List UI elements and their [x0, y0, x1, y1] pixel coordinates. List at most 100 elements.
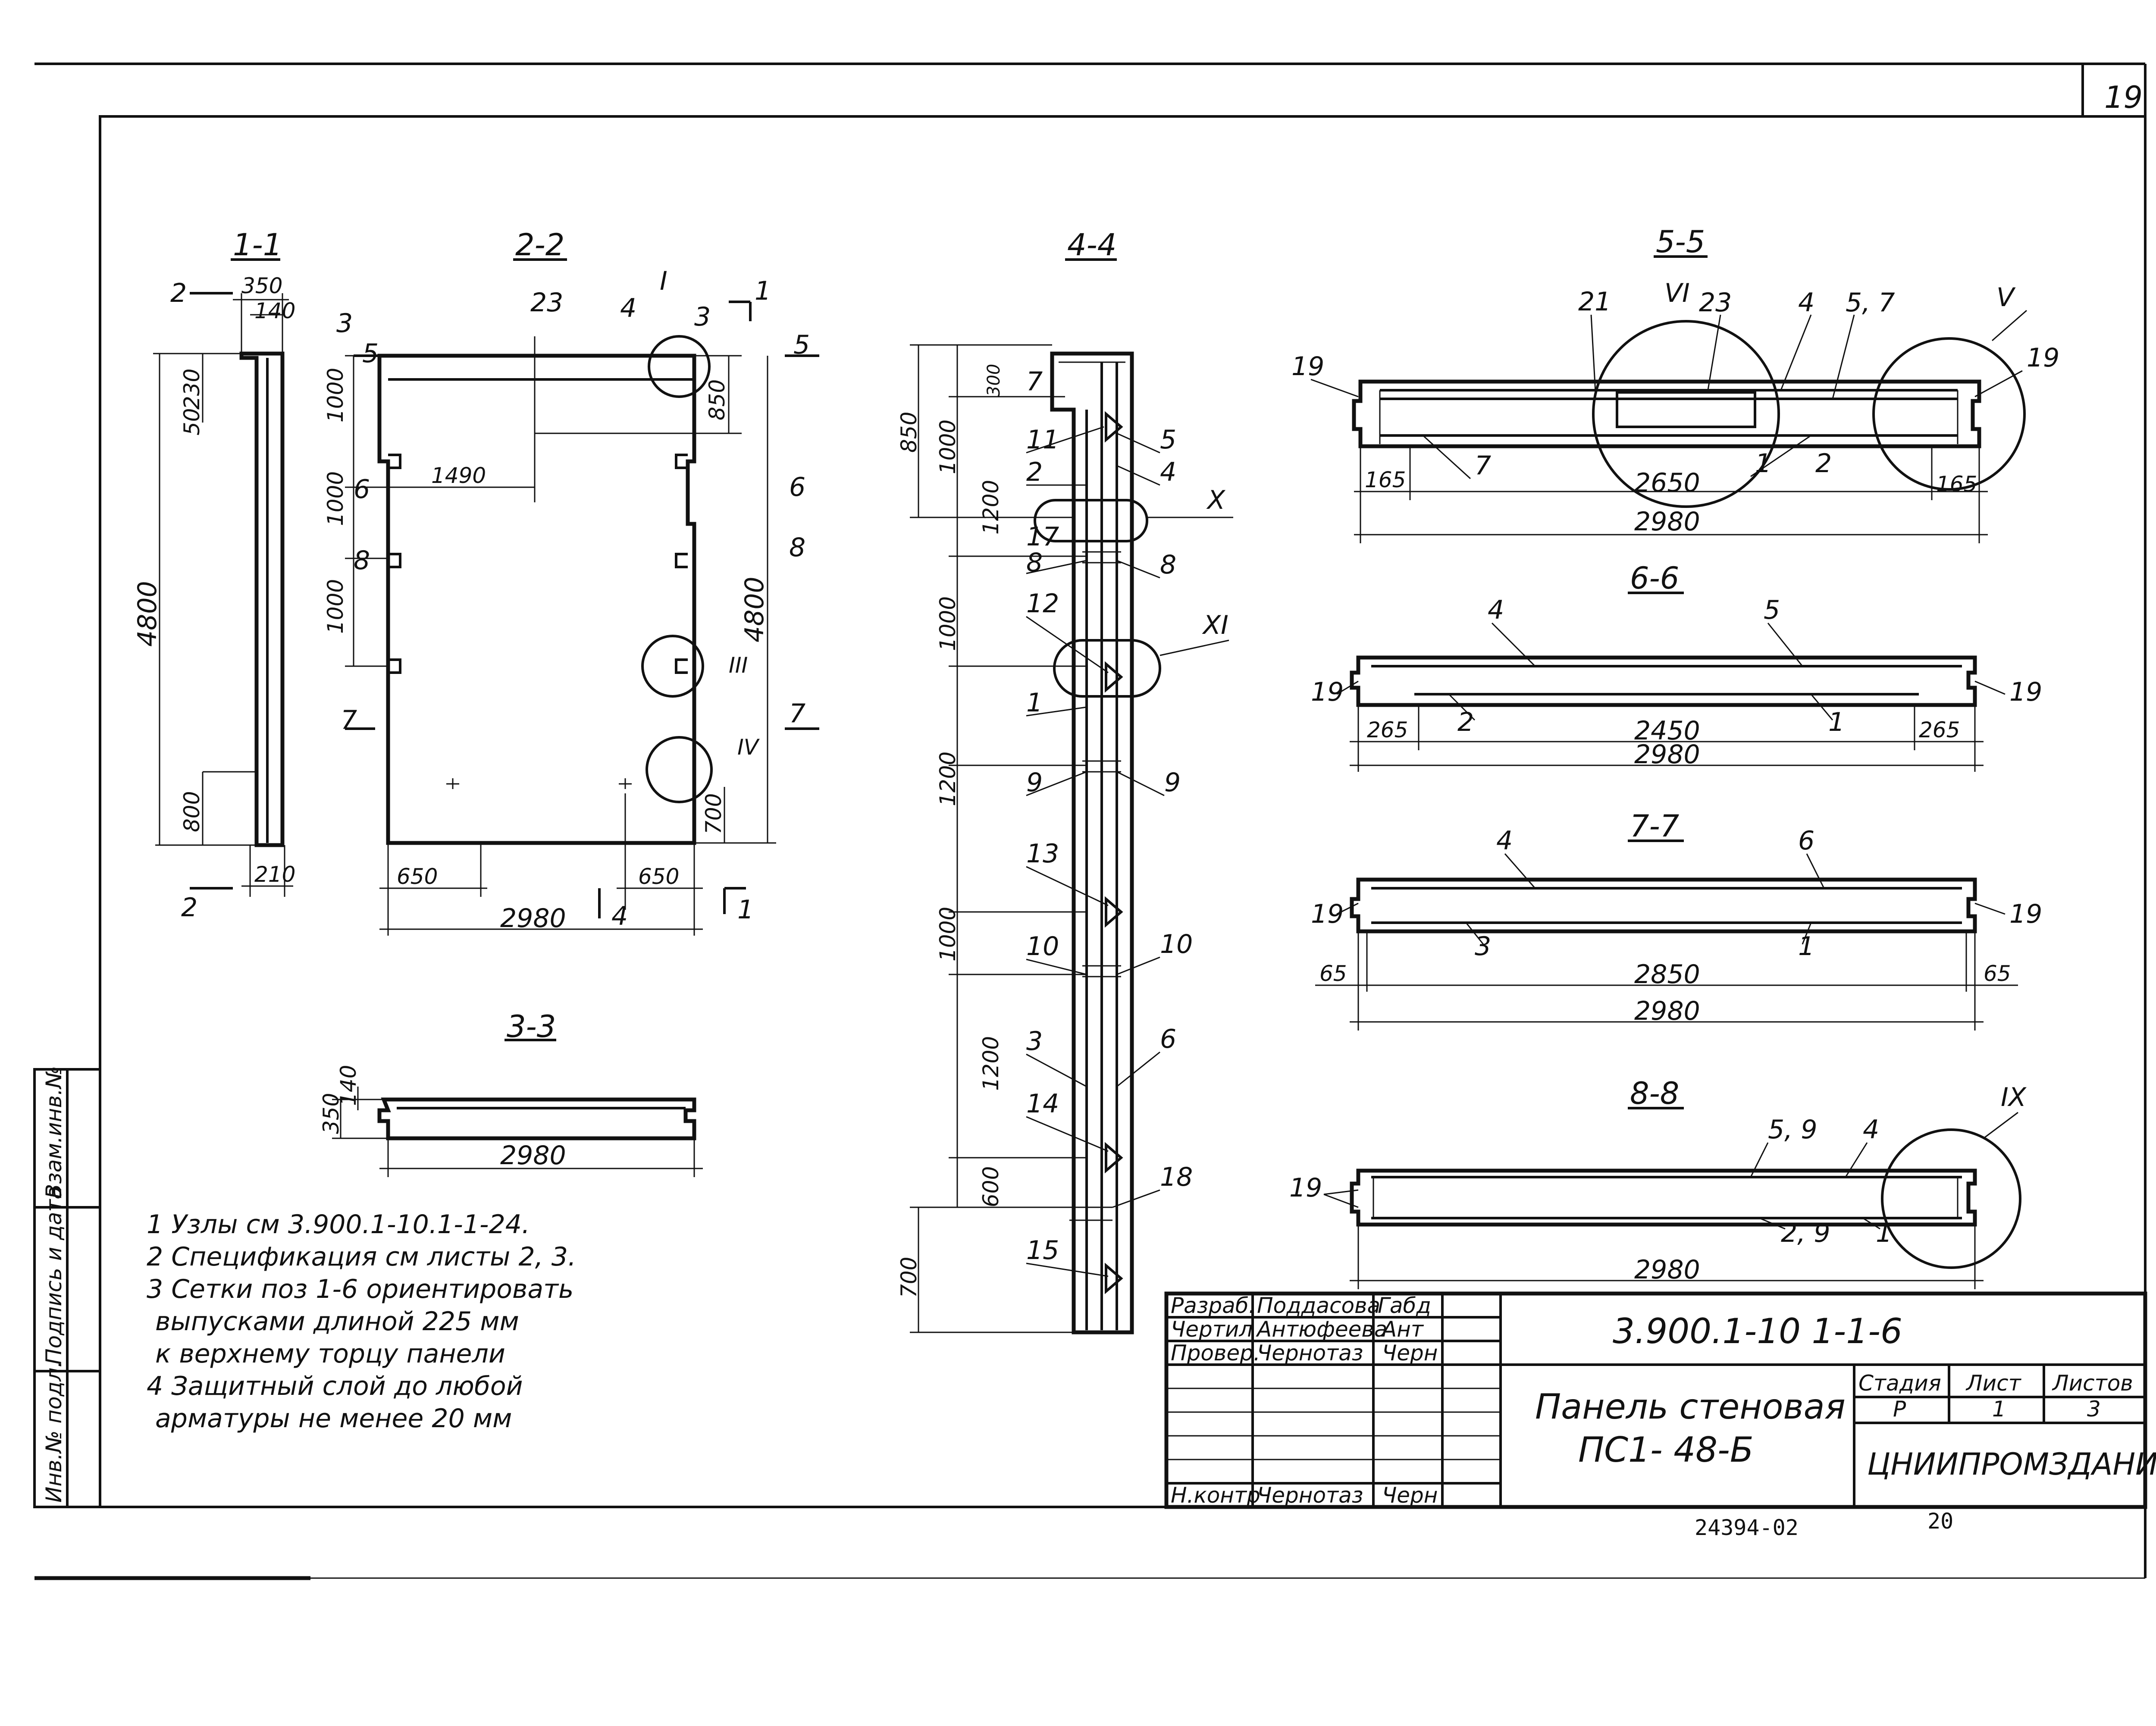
dim-850: 850 — [705, 379, 730, 420]
section-title: 7-7 — [1630, 808, 1679, 844]
mark-1: 1 — [1828, 707, 1845, 737]
dim-2450: 2450 — [1634, 716, 1700, 746]
dim-210: 210 — [254, 862, 295, 887]
mark-4: 4 — [1488, 595, 1504, 625]
mark-15: 15 — [1026, 1235, 1059, 1266]
dim-850: 850 — [896, 412, 921, 453]
note-line: 1 Узлы см 3.900.1-10.1-1-24. — [147, 1209, 530, 1240]
header-stage: Стадия — [1858, 1371, 1941, 1396]
document-code: 3.900.1-10 1-1-6 — [1613, 1311, 1902, 1351]
note-line: арматуры не менее 20 мм — [155, 1403, 512, 1434]
mark-17: 17 — [1026, 522, 1059, 552]
side-stamp: Взам.инв.№ Подпись и дата Инв.№ подл. — [33, 1066, 101, 1508]
mark-19-right: 19 — [2009, 677, 2042, 707]
cut-mark-6-right: 6 — [789, 472, 805, 502]
dim-230: 230 — [179, 369, 204, 410]
dim-265-right: 265 — [1919, 717, 1960, 742]
section-title: 6-6 — [1630, 561, 1679, 596]
section-title: 8-8 — [1630, 1076, 1679, 1111]
section-title: 2-2 — [515, 227, 564, 263]
cut-mark-1-top: 1 — [755, 276, 771, 306]
dim-2980: 2980 — [1634, 1255, 1700, 1285]
section-title: 5-5 — [1656, 224, 1705, 260]
cut-mark-1-bottom: 1 — [737, 895, 754, 925]
sheet-frame: 19 — [34, 63, 2147, 1580]
cut-mark-7-left: 7 — [341, 705, 357, 735]
section-7-7: 7-7 65 2850 65 2980 4 6 19 19 3 1 — [1311, 808, 2042, 1031]
cut-mark-4-top: 4 — [620, 293, 636, 323]
mark-9-right: 9 — [1164, 767, 1181, 798]
dim-140: 140 — [336, 1065, 361, 1106]
mark-5-9: 5, 9 — [1768, 1115, 1818, 1145]
node-ref-IX: IX — [2001, 1082, 2027, 1112]
section-8-8: 8-8 2980 5, 9 4 IX 19 2, 9 1 — [1289, 1076, 2027, 1289]
dim-1490: 1490 — [431, 463, 486, 488]
section-5-5: 5-5 165 2650 165 2980 21 VI 23 4 5, 7 V … — [1291, 224, 2059, 543]
dim-1000-b: 1000 — [935, 596, 960, 651]
mark-9-left: 9 — [1026, 767, 1043, 798]
mark-19: 19 — [1289, 1173, 1322, 1203]
dim-4800: 4800 — [132, 581, 163, 647]
header-sheet: Лист — [1965, 1371, 2022, 1396]
node-ref-XI: XI — [1202, 610, 1228, 640]
mark-5: 5 — [1764, 595, 1780, 625]
stamp-label-original-inv: Инв.№ подл. — [41, 1361, 66, 1503]
mark-19-right: 19 — [2027, 343, 2059, 373]
stamp-label-replaced-inv: Взам.инв.№ — [41, 1066, 66, 1199]
section-title: 3-3 — [507, 1009, 556, 1044]
dim-350: 350 — [241, 273, 282, 298]
mark-23: 23 — [1699, 288, 1732, 318]
role-developer: Разраб. — [1171, 1293, 1255, 1318]
note-line: к верхнему торцу панели — [155, 1339, 505, 1369]
value-sheets: 3 — [2087, 1397, 2101, 1422]
mark-11: 11 — [1026, 425, 1059, 455]
dim-50: 50 — [179, 408, 204, 435]
node-ref-VI: VI — [1664, 278, 1690, 308]
mark-12: 12 — [1026, 589, 1059, 619]
dim-1200-b: 1200 — [935, 752, 960, 806]
dim-350: 350 — [319, 1093, 344, 1134]
mark-2: 2 — [1026, 457, 1043, 487]
section-2-2: 2-2 10 — [323, 227, 819, 936]
name-norm-control: Чернотаз — [1257, 1483, 1363, 1508]
mark-4: 4 — [1496, 826, 1513, 856]
dim-2980: 2980 — [1634, 507, 1700, 537]
mark-2-9: 2, 9 — [1781, 1218, 1830, 1248]
item-23: 23 — [530, 288, 563, 318]
mark-13: 13 — [1026, 839, 1059, 869]
node-ref-III: III — [729, 653, 748, 678]
mark-19-left: 19 — [1291, 351, 1324, 382]
mark-19-left: 19 — [1311, 899, 1344, 929]
mark-7: 7 — [1475, 451, 1491, 481]
dim-1000-a: 1000 — [323, 368, 348, 423]
role-checker: Провер. — [1171, 1341, 1260, 1366]
dim-2980: 2980 — [1634, 739, 1700, 770]
mark-2: 2 — [1457, 707, 1474, 737]
mark-6: 6 — [1160, 1024, 1176, 1054]
mark-2: 2 — [1815, 448, 1832, 479]
dim-700: 700 — [896, 1257, 921, 1298]
mark-18: 18 — [1160, 1162, 1193, 1192]
mark-14: 14 — [1026, 1089, 1059, 1119]
section-4-4: 4-4 850 1000 — [896, 227, 1233, 1334]
mark-21: 21 — [1578, 287, 1611, 317]
title-block: Разраб. Чертил Провер. Н.контр Поддасова… — [1164, 1291, 2156, 1540]
note-line: 3 Сетки поз 1-6 ориентировать — [147, 1274, 573, 1304]
cut-mark-2-bottom: 2 — [181, 893, 197, 923]
dim-1000-c: 1000 — [935, 907, 960, 962]
signature-norm-control: Черн — [1382, 1483, 1438, 1508]
role-norm-control: Н.контр — [1171, 1483, 1260, 1508]
dim-650-left: 650 — [397, 864, 438, 889]
dim-300: 300 — [984, 364, 1004, 397]
cut-mark-7-right: 7 — [789, 699, 805, 729]
dim-2980: 2980 — [1634, 996, 1700, 1026]
dim-1200-a: 1200 — [978, 480, 1003, 535]
section-1-1: 1-1 350 140 230 50 4800 800 210 2 2 — [132, 227, 295, 923]
note-line: выпусками длиной 225 мм — [155, 1306, 519, 1337]
header-sheets: Листов — [2052, 1371, 2133, 1396]
dim-1000-b: 1000 — [323, 471, 348, 526]
archive-number: 24394-02 — [1695, 1515, 1799, 1540]
node-ref-X: X — [1206, 485, 1226, 515]
